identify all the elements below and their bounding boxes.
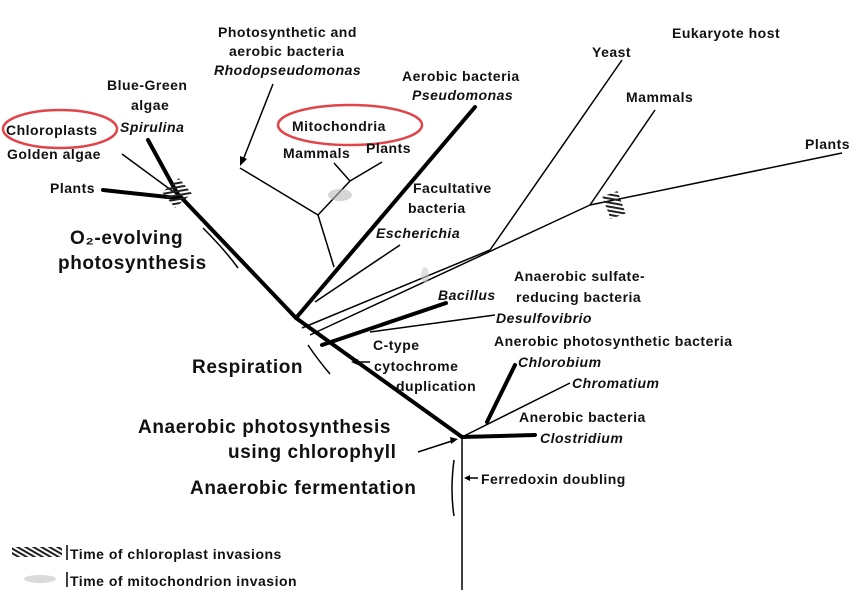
mitochondrion-invasion-marker [328,189,352,201]
label: aerobic bacteria [229,43,344,59]
label: Mitochondria [292,118,386,134]
label: Plants [50,180,95,196]
taxon-label: Spirulina [120,119,184,135]
pseudomonas-branch [294,105,477,320]
eukaryote-branch [309,204,591,336]
rhodopseudomonas-branch [239,167,319,216]
label: Ferredoxin doubling [481,471,626,487]
label: Golden algae [7,146,101,162]
chloroplast-invasion-marker [602,190,626,220]
chlorobium-branch [485,363,517,424]
label: Facultative [413,180,492,196]
label: Yeast [592,44,631,60]
desulfovibrio-branch [369,314,496,333]
chromatium-branch [461,382,571,438]
tree-branches [101,59,843,590]
label: Eukaryote host [672,25,780,41]
plants-left-branch [101,188,179,200]
label: Anerobic photosynthetic bacteria [494,333,732,349]
taxon-label: Pseudomonas [412,87,513,103]
label: Anaerobic photosynthesis [138,417,391,438]
yeast-stem [301,249,491,329]
label: Mammals [626,89,693,105]
taxon-label: Chlorobium [518,354,602,370]
annotation-arrows [202,83,478,517]
label: Plants [805,136,850,152]
mito-stem [317,214,335,268]
label: algae [131,97,169,113]
label: Blue-Green [107,77,187,93]
taxon-label: Clostridium [540,430,623,446]
clostridium-branch [460,433,537,439]
label: photosynthesis [58,253,207,274]
taxon-label: Escherichia [376,225,460,241]
chloroplasts-highlight [1,108,119,150]
arrowhead-icon [464,475,470,481]
label: Photosynthetic and [218,24,357,40]
label: reducing bacteria [516,289,641,305]
label: bacteria [408,200,466,216]
arrowhead-icon [240,156,247,166]
main-trunk [294,316,464,439]
label: Chloroplasts [6,122,98,138]
label: Plants [366,140,411,156]
legend-label: Time of mitochondrion invasion [70,573,297,589]
bacillus-branch [320,301,448,347]
label: duplication [396,378,476,394]
taxon-label: Chromatium [572,375,659,391]
mito-plants-branch [349,161,383,182]
label: cytochrome [374,358,458,374]
label: C-type [373,337,420,353]
label: Aerobic bacteria [402,68,520,84]
taxon-label: Desulfovibrio [496,310,592,326]
o2-trunk [175,191,298,320]
mammals-branch [589,109,656,206]
legend-label: Time of chloroplast invasions [70,546,282,562]
label: Anaerobic fermentation [190,478,416,499]
o2-brace [202,227,239,269]
label: Anaerobic sulfate- [514,268,645,284]
mitochondrion-invasion-marker [421,267,429,283]
label: O₂-evolving [70,228,183,249]
label: using chlorophyll [228,442,397,463]
chloroplast-legend-swatch [12,547,62,557]
invasion-markers [162,178,626,283]
golden-algae-branch [121,153,176,194]
arrowhead-icon [450,437,458,444]
label: Mammals [283,145,350,161]
respiration-brace [307,344,331,375]
chloroplast-invasion-marker [162,178,192,208]
escherichia-branch [314,244,401,303]
fermentation-brace [451,459,455,517]
mitochondria-highlight [276,103,424,147]
taxon-label: Rhodopseudomonas [214,62,361,78]
mito-mammals-branch [333,162,351,182]
label: Respiration [192,357,303,378]
legend: Time of chloroplast invasions Time of mi… [12,545,297,589]
mitochondrion-legend-swatch [24,575,56,583]
arrowhead-icon [351,359,358,365]
yeast-branch [489,59,623,251]
plants-right-branch [589,152,843,206]
label: Anerobic bacteria [519,409,646,425]
taxon-label: Bacillus [438,287,496,303]
chlorophyll-arrow [417,439,456,453]
rhodopseudomonas-arrow [242,83,274,161]
